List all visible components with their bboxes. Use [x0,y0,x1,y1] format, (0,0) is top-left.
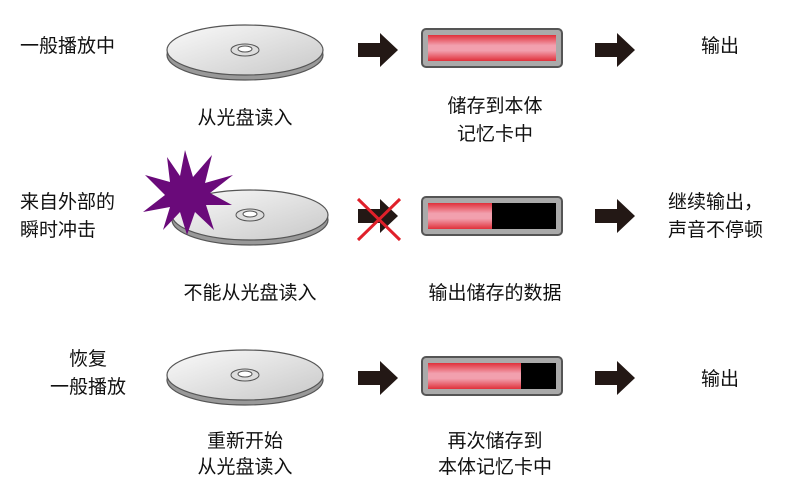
buffer-fill [428,363,522,389]
buffer-memory [421,28,563,68]
output-label: 输出 [700,35,740,57]
buffer-label-line1: 储存到本体 [447,95,543,117]
buffer-fill [428,203,492,229]
disc-icon [166,349,324,406]
buffer-label: 输出储存的数据 [428,282,562,304]
arrow-right-icon [595,33,635,67]
arrow-right-icon [358,33,398,67]
output-label: 输出 [700,368,740,390]
disc-label-line2: 从光盘读入 [197,456,293,478]
buffer-label-line2: 记忆卡中 [456,123,534,145]
arrow-right-icon [595,199,635,233]
buffer-label-line2: 本体记忆卡中 [437,456,553,478]
output-label-line2: 声音不停顿 [668,219,764,241]
shock-label-line1: 来自外部的 [20,191,116,213]
disc-label: 从光盘读入 [197,107,293,129]
shock-label-line2: 瞬时冲击 [20,219,97,241]
buffer-fill [428,35,556,61]
disc-icon [166,24,324,81]
output-label-line1: 继续输出， [668,191,764,213]
cross-icon [356,197,402,242]
state-label-normal: 一般播放中 [20,35,116,57]
buffer-label-line1: 再次储存到 [447,430,543,452]
arrow-right-icon [358,361,398,395]
buffer-memory [421,196,563,236]
resume-label-line2: 一般播放 [49,376,127,398]
arrow-right-icon [595,361,635,395]
buffer-memory [421,356,563,396]
disc-label-line1: 重新开始 [206,430,284,452]
resume-label-line1: 恢复 [68,348,108,370]
disc-label: 不能从光盘读入 [183,282,317,304]
shock-burst-icon [143,150,233,235]
